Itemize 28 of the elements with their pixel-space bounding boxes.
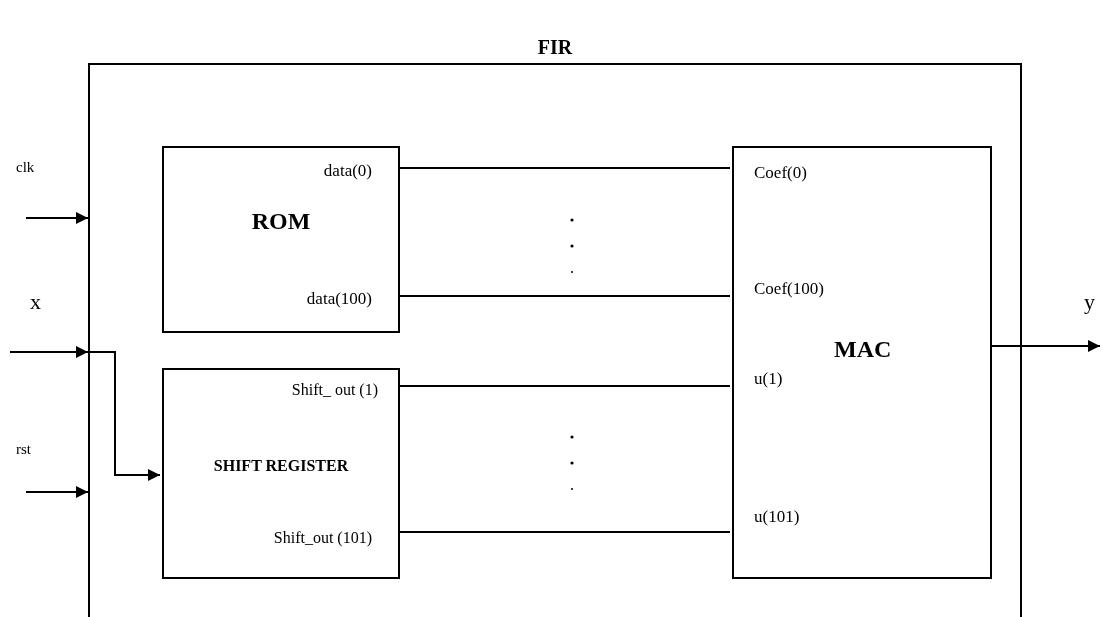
signal-label: y [1084, 288, 1095, 316]
module-box [162, 368, 400, 579]
port-label: data(100) [306, 288, 372, 310]
signal-label: x [30, 288, 41, 316]
signal-label: rst [16, 440, 31, 459]
block-title: SHIFT REGISTER [213, 456, 349, 476]
signal-arrow [989, 340, 1101, 352]
signal-arrow [25, 486, 89, 498]
module-box [732, 146, 992, 579]
signal-arrow [25, 212, 89, 224]
signal-line [397, 531, 731, 533]
port-label: data(0) [323, 160, 372, 182]
module-box [162, 146, 400, 333]
signal-arrow [87, 351, 161, 481]
signal-line [397, 295, 731, 297]
port-label: Shift_out (101) [273, 528, 372, 548]
signal-arrow [9, 346, 89, 358]
port-label: u(101) [754, 506, 800, 528]
port-label: Coef(0) [754, 162, 807, 184]
block-title: MAC [834, 335, 892, 364]
port-label: u(1) [754, 368, 783, 390]
port-label: Shift_ out (1) [291, 380, 378, 400]
block-title: FIR [537, 35, 573, 60]
port-label: Coef(100) [754, 278, 824, 300]
block-title: ROM [251, 207, 311, 236]
signal-line [397, 385, 731, 387]
signal-line [397, 167, 731, 169]
signal-label: clk [16, 158, 35, 177]
